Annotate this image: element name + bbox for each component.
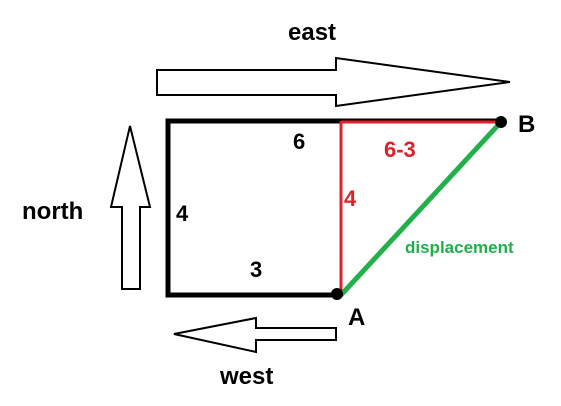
west-arrow-icon <box>173 316 337 354</box>
north-arrow-icon <box>109 125 152 290</box>
point-a-label: A <box>348 304 365 331</box>
point-b-label: B <box>518 111 535 138</box>
red-horizontal-label: 6-3 <box>384 137 416 162</box>
red-vertical-label: 4 <box>344 186 357 211</box>
displacement-line <box>339 120 503 297</box>
point-b-dot <box>495 116 507 128</box>
top-segment-label: 6 <box>293 129 305 154</box>
west-label: west <box>219 363 273 390</box>
displacement-label: displacement <box>405 238 514 257</box>
east-arrow-icon <box>156 56 511 108</box>
point-a-dot <box>331 288 343 300</box>
left-segment-label: 4 <box>176 201 189 226</box>
bottom-segment-label: 3 <box>250 257 262 282</box>
east-label: east <box>288 19 336 46</box>
north-label: north <box>22 198 83 225</box>
path-line <box>165 118 500 298</box>
